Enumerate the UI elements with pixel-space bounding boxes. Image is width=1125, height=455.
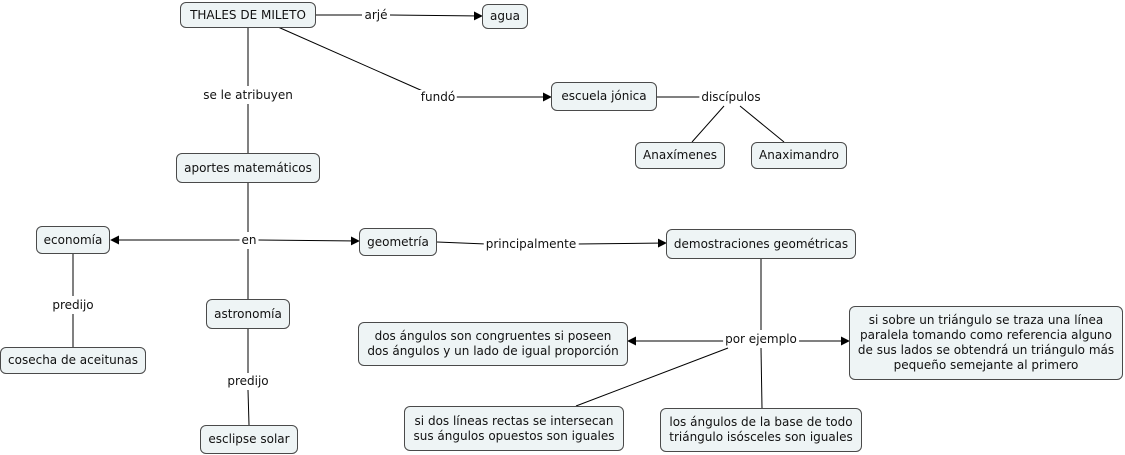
- link-por-ejemplo: por ejemplo: [723, 332, 799, 346]
- node-linea-paralela[interactable]: si sobre un triángulo se traza una línea…: [849, 306, 1123, 380]
- node-eclipse-solar[interactable]: esclipse solar: [200, 425, 298, 454]
- node-anaximandro[interactable]: Anaximandro: [751, 142, 847, 169]
- node-cosecha-de-aceitunas[interactable]: cosecha de aceitunas: [0, 347, 146, 374]
- edge-porejemplo-rectas: [575, 347, 729, 407]
- node-economia[interactable]: economía: [36, 226, 110, 254]
- edge-predijo-eclipse: [247, 389, 250, 426]
- link-fundo: fundó: [418, 90, 458, 104]
- node-angulos-congruentes[interactable]: dos ángulos son congruentes si poseen do…: [358, 322, 628, 366]
- node-agua[interactable]: agua: [482, 4, 528, 29]
- edge-arje-agua: [389, 11, 483, 21]
- link-en: en: [239, 233, 259, 247]
- edge-discipulos-anaximandro: [739, 105, 785, 143]
- node-demostraciones-geometricas[interactable]: demostraciones geométricas: [666, 229, 856, 259]
- node-escuela-jonica[interactable]: escuela jónica: [551, 82, 657, 111]
- edge-principalmente-demostraciones: [576, 238, 667, 248]
- node-thales-de-mileto[interactable]: THALES DE MILETO: [180, 2, 316, 28]
- node-astronomia[interactable]: astronomía: [206, 299, 290, 329]
- link-predijo-astronomia: predijo: [225, 374, 271, 388]
- node-aportes-matematicos[interactable]: aportes matemáticos: [176, 153, 320, 183]
- node-lineas-rectas[interactable]: si dos líneas rectas se intersecan sus á…: [404, 406, 624, 451]
- edge-en-geometria: [257, 236, 360, 246]
- link-predijo-economia: predijo: [50, 298, 96, 312]
- link-principalmente: principalmente: [483, 237, 579, 251]
- link-arje: arjé: [362, 8, 390, 22]
- edge-discipulos-anaximenes: [691, 105, 725, 143]
- node-geometria[interactable]: geometría: [359, 228, 437, 256]
- node-angulos-isosceles[interactable]: los ángulos de la base de todo triángulo…: [660, 408, 862, 452]
- node-anaximenes[interactable]: Anaxímenes: [635, 142, 725, 169]
- edge-geometria-principalmente: [436, 241, 487, 245]
- link-se-le-atribuyen: se le atribuyen: [201, 88, 295, 102]
- link-discipulos: discípulos: [699, 90, 763, 104]
- edge-porejemplo-isosceles: [760, 347, 763, 409]
- edge-thales-fundo: [277, 26, 426, 93]
